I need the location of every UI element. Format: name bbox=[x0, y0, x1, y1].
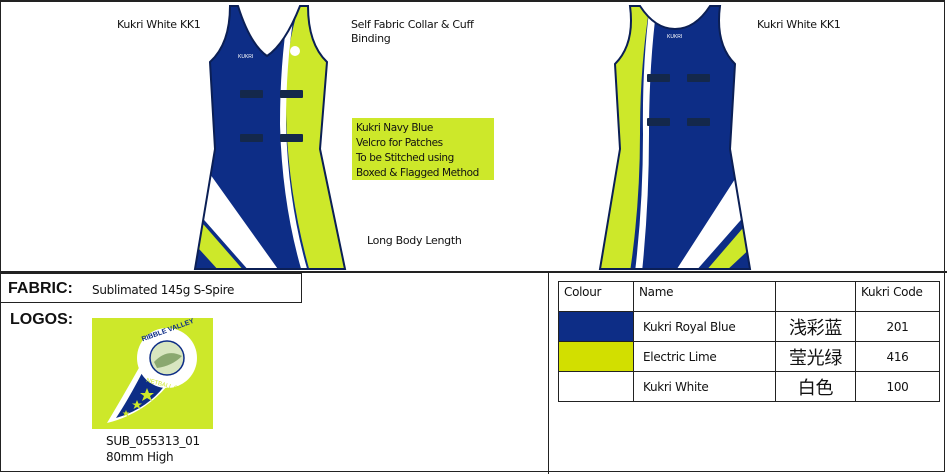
colour-chinese-name: 浅彩蓝 bbox=[775, 311, 856, 342]
colour-name: Electric Lime bbox=[633, 341, 776, 372]
velcro-note-line: To be Stitched using bbox=[356, 152, 454, 164]
colour-name: Kukri Royal Blue bbox=[633, 311, 776, 342]
colour-table-header: Colour Name Kukri Code bbox=[558, 281, 940, 312]
colour-name: Kukri White bbox=[633, 371, 776, 402]
section-divider bbox=[0, 271, 947, 273]
colour-chinese-name: 莹光绿 bbox=[775, 341, 856, 372]
column-divider bbox=[548, 272, 549, 474]
front-dress-illustration: KUKRI bbox=[193, 5, 347, 270]
logo-size: 80mm High bbox=[106, 450, 174, 464]
netball-club-logo-icon: RIBBLE VALLEY NETBALL CLUB bbox=[107, 318, 197, 423]
logo-code-id: SUB_055313_01 bbox=[106, 434, 200, 448]
velcro-patch bbox=[687, 74, 710, 82]
velcro-patch bbox=[240, 134, 263, 142]
colour-table: Colour Name Kukri Code Kukri Royal Blue … bbox=[558, 281, 940, 402]
logos-label: LOGOS: bbox=[10, 311, 74, 328]
header-chinese bbox=[775, 281, 856, 312]
colour-swatch bbox=[558, 311, 634, 342]
colour-code: 201 bbox=[855, 311, 940, 342]
velcro-note-line: Kukri Navy Blue bbox=[356, 122, 433, 134]
velcro-patch bbox=[687, 118, 710, 126]
velcro-patch bbox=[647, 74, 670, 82]
velcro-note-line: Boxed & Flagged Method bbox=[356, 167, 479, 179]
colour-swatch bbox=[558, 341, 634, 372]
colour-chinese-name: 白色 bbox=[775, 371, 856, 402]
kukri-brand-icon: KUKRI bbox=[238, 54, 253, 60]
front-fabric-label: Kukri White KK1 bbox=[117, 18, 201, 31]
fabric-box bbox=[0, 273, 302, 303]
table-row: Kukri White 白色 100 bbox=[558, 371, 940, 402]
fabric-value: Sublimated 145g S-Spire bbox=[92, 283, 235, 297]
colour-swatch bbox=[558, 371, 634, 402]
velcro-patch bbox=[280, 134, 303, 142]
header-code: Kukri Code bbox=[855, 281, 940, 312]
club-badge-icon bbox=[290, 46, 300, 56]
logo-code: SUB_055313_01 80mm High bbox=[106, 433, 200, 465]
table-row: Kukri Royal Blue 浅彩蓝 201 bbox=[558, 311, 940, 342]
table-row: Electric Lime 莹光绿 416 bbox=[558, 341, 940, 372]
club-logo: RIBBLE VALLEY NETBALL CLUB bbox=[92, 318, 213, 429]
header-colour: Colour bbox=[558, 281, 634, 312]
velcro-patch bbox=[280, 90, 303, 98]
velcro-note: Kukri Navy Blue Velcro for Patches To be… bbox=[352, 118, 494, 180]
body-length-label: Long Body Length bbox=[367, 234, 462, 247]
back-dress-illustration: KUKRI bbox=[598, 5, 752, 270]
back-fabric-label: Kukri White KK1 bbox=[757, 18, 841, 31]
colour-code: 416 bbox=[855, 341, 940, 372]
kukri-brand-icon: KUKRI bbox=[667, 34, 682, 40]
header-name: Name bbox=[633, 281, 776, 312]
velcro-patch bbox=[647, 118, 670, 126]
collar-label: Self Fabric Collar & Cuff Binding bbox=[351, 18, 474, 45]
colour-code: 100 bbox=[855, 371, 940, 402]
velcro-patch bbox=[240, 90, 263, 98]
velcro-note-line: Velcro for Patches bbox=[356, 137, 443, 149]
fabric-label: FABRIC: bbox=[8, 280, 73, 297]
